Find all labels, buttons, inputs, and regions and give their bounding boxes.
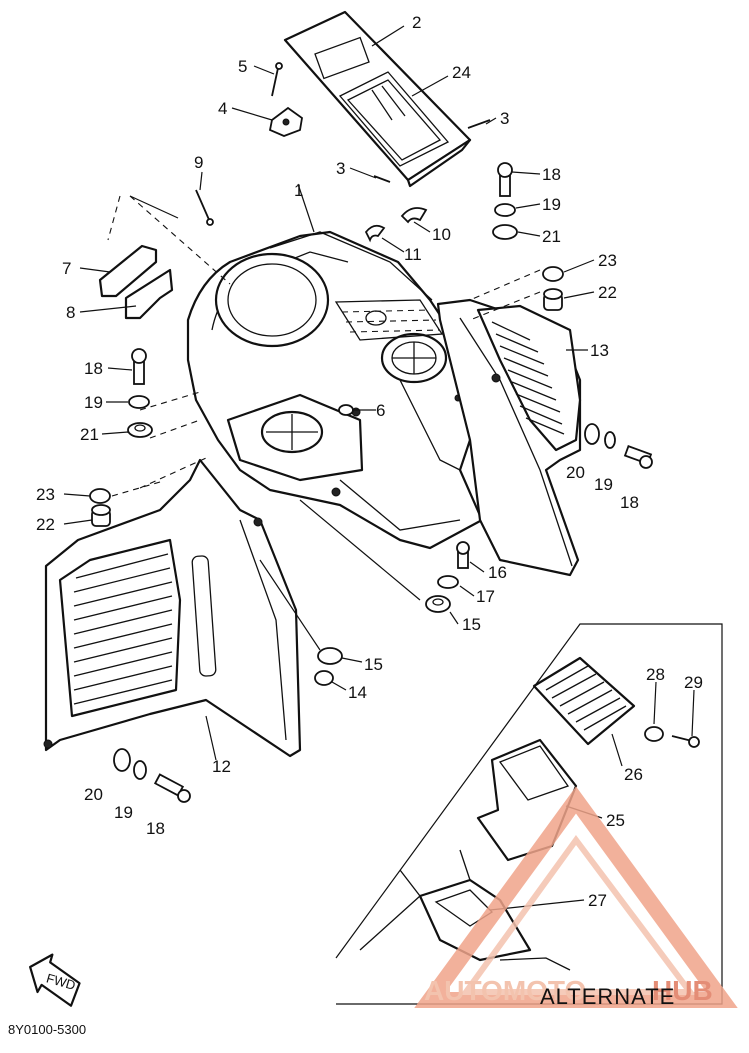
screw-part-9 (195, 189, 214, 226)
callout-labels: 1 2 3 3 4 5 6 7 8 9 10 11 12 13 14 15 15… (36, 13, 703, 910)
callout-2: 2 (412, 13, 421, 32)
meter-panel-part-2 (283, 10, 472, 188)
nut-part-23-right (542, 266, 564, 282)
callout-13: 13 (590, 341, 609, 360)
air-duct-part-25 (476, 738, 578, 862)
bracket-part-7 (98, 244, 158, 298)
bolt-part-16 (456, 541, 470, 569)
diagram-code: 8Y0100-5300 (8, 1022, 86, 1037)
callout-19-right: 19 (594, 475, 613, 494)
vent-grill-part-26 (532, 656, 636, 746)
callout-28: 28 (646, 665, 665, 684)
grommet-part-21-right-top (492, 224, 518, 240)
vent-slats-part-13 (491, 321, 565, 435)
watermark-text-main: AUTOMOTO (424, 975, 586, 1006)
clip-part-4 (268, 106, 303, 137)
grommet-part-15-right (425, 595, 451, 613)
screw-part-5 (271, 62, 283, 97)
leader-dash-7 (107, 195, 121, 241)
callout-15-left: 15 (364, 655, 383, 674)
callout-26: 26 (624, 765, 643, 784)
collar-part-28 (644, 726, 664, 742)
callout-20-right: 20 (566, 463, 585, 482)
callout-23-right: 23 (598, 251, 617, 270)
front-cowling-part-1 (186, 230, 484, 550)
leader-dash-12 (139, 457, 207, 489)
grommet-part-15-left (317, 647, 343, 665)
callout-18-top-right: 18 (542, 165, 561, 184)
bolt-part-18-right-top (497, 162, 513, 197)
leader-dash-right (469, 269, 541, 321)
pin-part-3-upper (467, 119, 491, 129)
bolt-part-18-left (131, 348, 147, 385)
callout-6: 6 (376, 401, 385, 420)
callout-18-left: 18 (84, 359, 103, 378)
callout-22-left: 22 (36, 515, 55, 534)
washer-part-19-bottom (133, 760, 147, 780)
washer-part-20-right (584, 423, 600, 445)
callout-19-left: 19 (84, 393, 103, 412)
callout-25: 25 (606, 811, 625, 830)
callout-18-bottom: 18 (146, 819, 165, 838)
callout-21-left: 21 (80, 425, 99, 444)
clip-part-10 (400, 207, 428, 224)
washer-part-19-right (604, 431, 616, 449)
callout-1: 1 (294, 181, 303, 200)
callout-24: 24 (452, 63, 471, 82)
pin-part-3-lower (373, 175, 391, 183)
nut-part-14 (314, 670, 334, 686)
callout-18-right: 18 (620, 493, 639, 512)
watermark-triangle-icon (414, 786, 738, 1008)
washer-part-20-bottom (113, 748, 131, 772)
callout-12: 12 (212, 757, 231, 776)
side-cover-part-13 (436, 298, 582, 577)
bracket-part-8 (124, 268, 174, 320)
callout-7: 7 (62, 259, 71, 278)
clip-part-11 (364, 224, 386, 243)
automotohub-watermark-logo: AUTOMOTO HUB (414, 786, 738, 1008)
screw-part-29 (671, 735, 700, 748)
grommet-part-21-left (127, 422, 153, 438)
alternate-label: ALTERNATE (540, 984, 675, 1009)
leader-dash-8 (129, 195, 231, 285)
callout-3-right: 3 (500, 109, 509, 128)
callout-29: 29 (684, 673, 703, 692)
callout-9: 9 (194, 153, 203, 172)
washer-part-19-right-top (494, 203, 516, 217)
bolt-part-18-bottom (153, 773, 191, 803)
callout-23-left: 23 (36, 485, 55, 504)
callout-3-left: 3 (336, 159, 345, 178)
washer-part-19-left (128, 395, 150, 409)
leader-part-15-line (259, 499, 421, 651)
callout-20-bottom: 20 (84, 785, 103, 804)
callout-4: 4 (218, 99, 227, 118)
fwd-arrow-icon: FWD (29, 953, 81, 1007)
vent-slats-part-12 (73, 553, 173, 705)
collar-part-22-left (91, 504, 111, 527)
callout-19-top-right: 19 (542, 195, 561, 214)
nut-part-23-left (89, 488, 111, 504)
callout-5: 5 (238, 57, 247, 76)
callout-22-right: 22 (598, 283, 617, 302)
washer-part-17 (437, 575, 459, 589)
callout-10: 10 (432, 225, 451, 244)
nut-part-6 (338, 404, 354, 416)
callout-19-bottom: 19 (114, 803, 133, 822)
leader-dash-7b (129, 195, 179, 219)
callout-15-right: 15 (462, 615, 481, 634)
side-cover-part-12 (43, 458, 302, 758)
collar-part-22-right (543, 288, 563, 311)
callout-21-top-right: 21 (542, 227, 561, 246)
callout-8: 8 (66, 303, 75, 322)
callout-16: 16 (488, 563, 507, 582)
watermark-text-accent: HUB (652, 975, 713, 1006)
leader-dash-left (111, 391, 201, 497)
bolt-part-18-right (623, 445, 653, 469)
callout-17: 17 (476, 587, 495, 606)
callout-11: 11 (404, 245, 422, 264)
callout-27: 27 (588, 891, 607, 910)
callout-14: 14 (348, 683, 367, 702)
